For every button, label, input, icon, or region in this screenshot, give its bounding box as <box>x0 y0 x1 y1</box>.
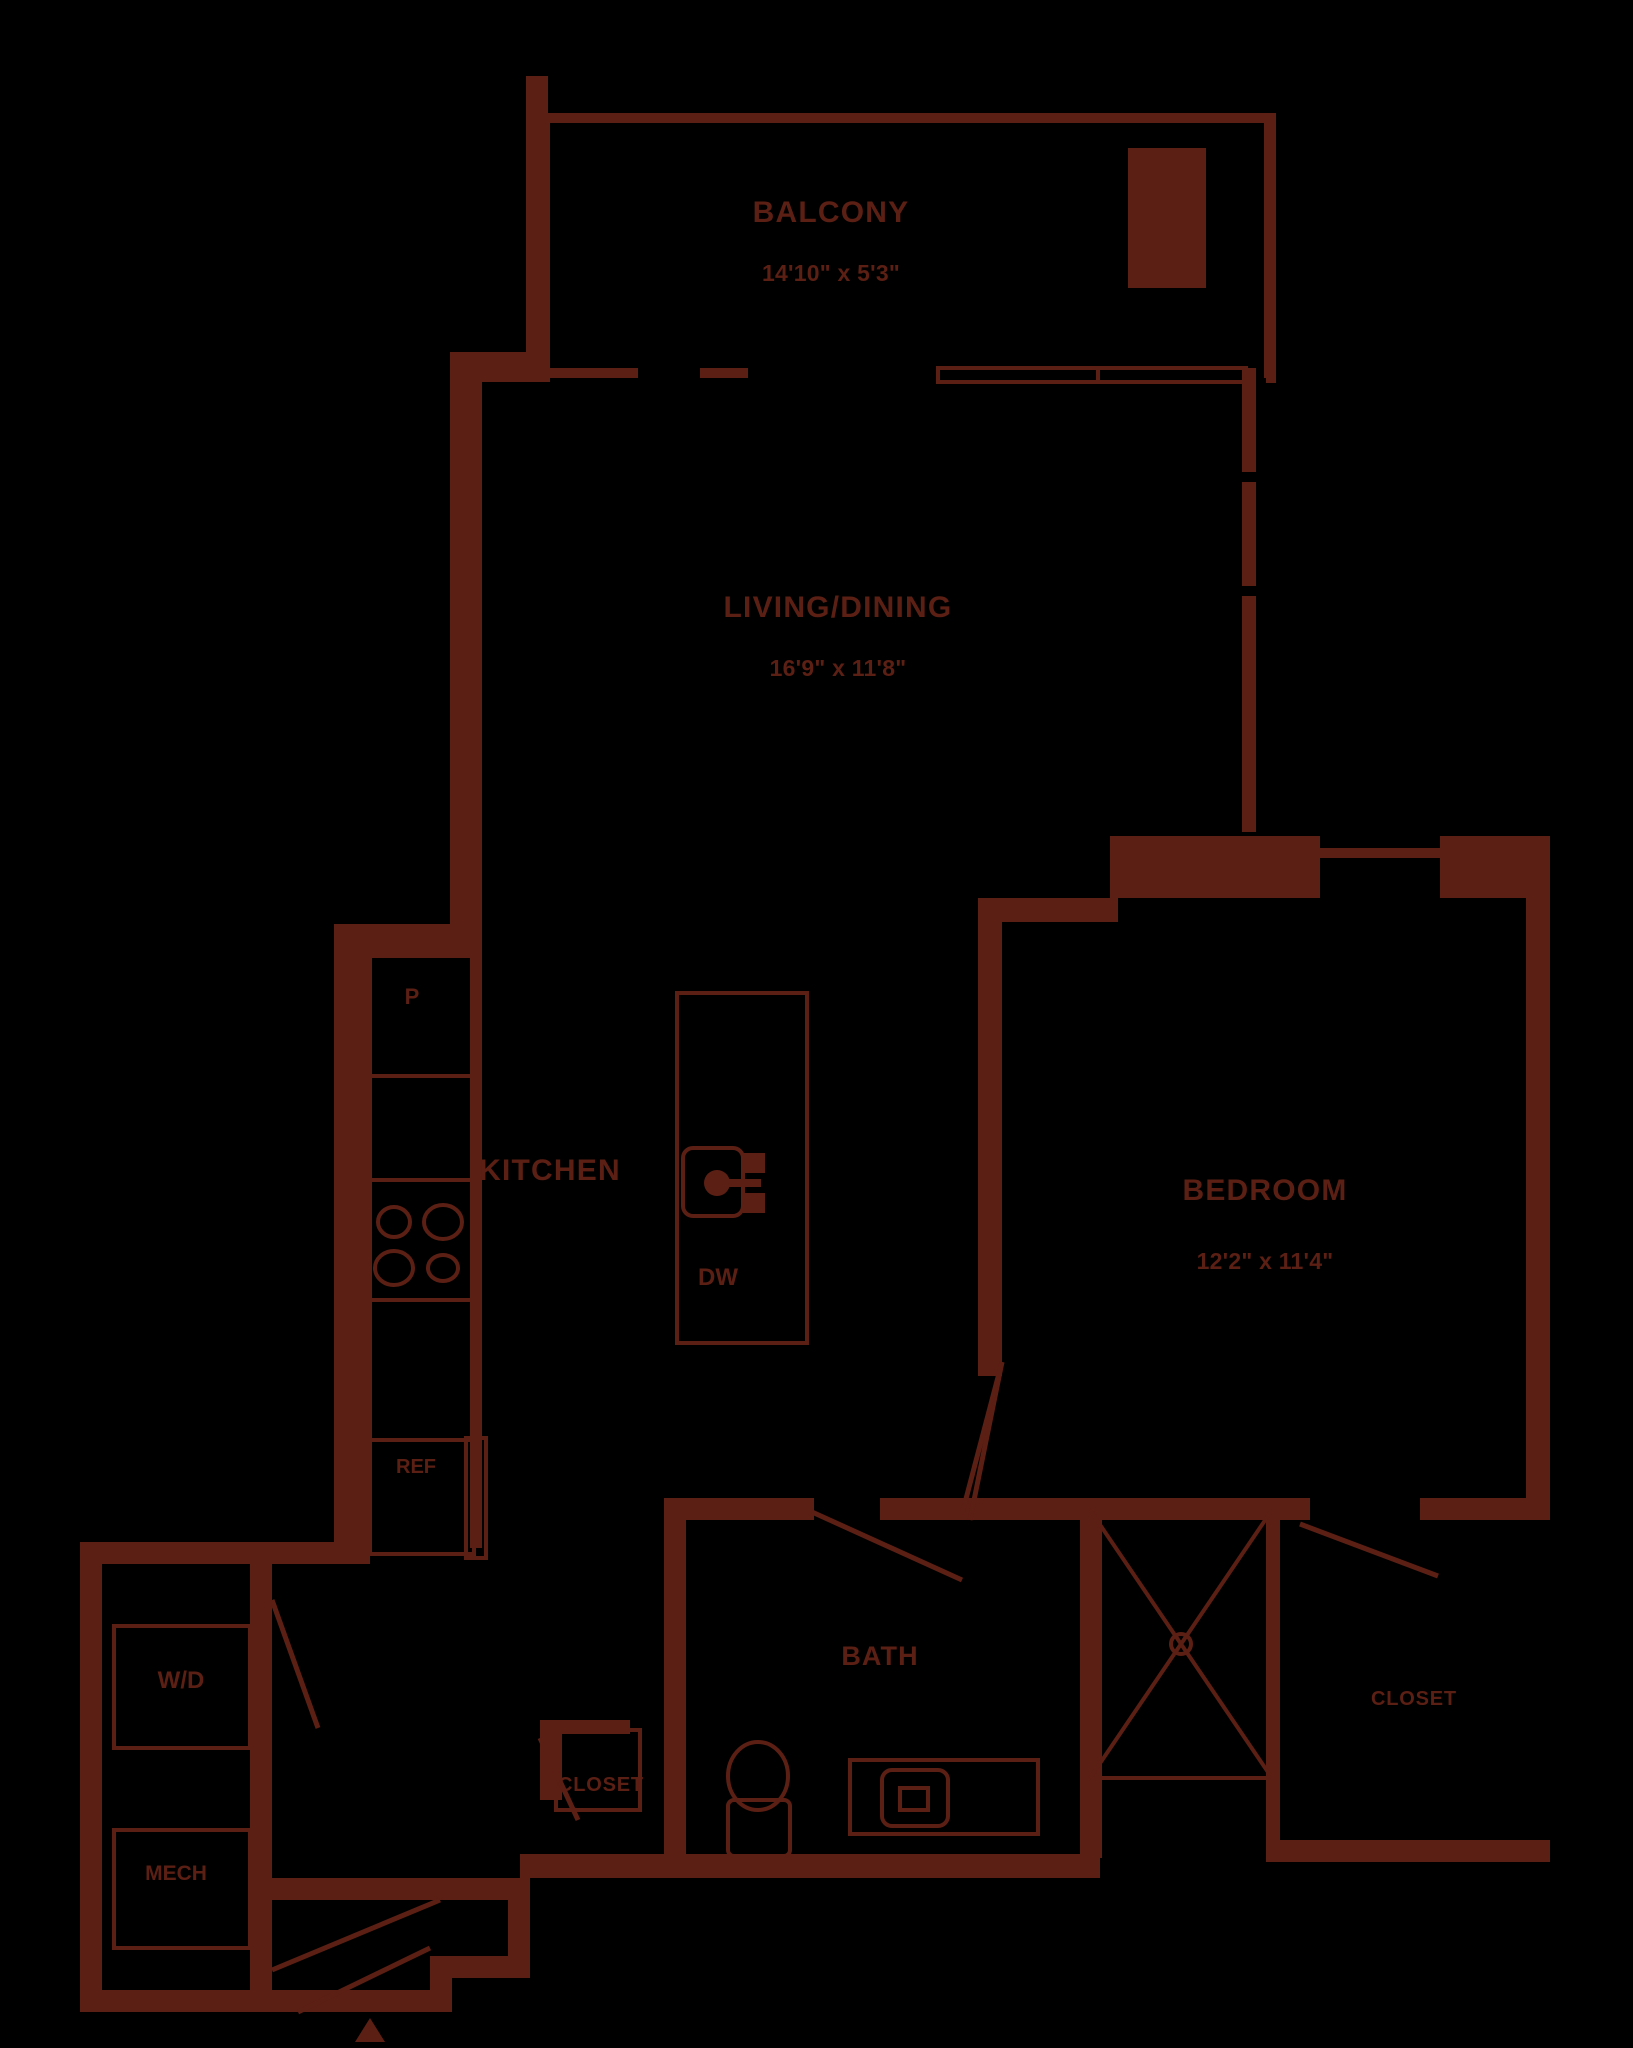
burner-3 <box>373 1249 415 1287</box>
wall-stub-mech <box>250 1946 272 1990</box>
kitchen-cabinet-counter-1 <box>368 1074 476 1182</box>
door-mech <box>271 1897 441 1973</box>
wall-bedroom-bottom-r <box>1420 1498 1550 1520</box>
wall-living-left-jog <box>450 352 550 382</box>
kitchen-cabinet-counter-2 <box>368 1298 476 1442</box>
door-group <box>269 1361 1439 2015</box>
toilet-tank <box>726 1798 792 1858</box>
room-label-balcony: BALCONY 14'10" x 5'3" <box>753 196 910 286</box>
kitchen-cabinet-pantry <box>368 954 476 1078</box>
appliance-label-pantry: P <box>405 984 420 1009</box>
room-label-bedroom: BEDROOM 12'2" x 11'4" <box>1182 1174 1347 1274</box>
kitchen-refrigerator-door <box>464 1436 488 1560</box>
kitchen-island <box>675 991 809 1345</box>
wall-balcony-top <box>526 113 1276 123</box>
wall-entry-top <box>80 1542 370 1564</box>
wall-bedroom-right <box>1526 898 1550 1518</box>
mech-box <box>112 1828 252 1950</box>
door-entry <box>296 1945 432 2015</box>
wall-bedroom-left <box>978 898 1002 1368</box>
fixture-outline-group <box>112 123 1274 1950</box>
faucet-handle-top <box>743 1153 765 1173</box>
burner-2 <box>422 1203 464 1241</box>
room-name-closet-hall: CLOSET <box>558 1774 644 1796</box>
wall-bath-top <box>664 1498 814 1520</box>
wall-group <box>80 76 1550 2012</box>
toilet-bowl <box>726 1740 790 1812</box>
room-label-kitchen: KITCHEN <box>479 1154 621 1187</box>
burner-4 <box>426 1253 460 1283</box>
entry-arrow-icon <box>355 2018 385 2042</box>
balcony-outline <box>546 123 1268 378</box>
appliance-label-group: P REF DW W/D MECH <box>145 984 738 1885</box>
balcony-door-panel-a <box>936 366 1100 384</box>
burner-1 <box>376 1205 412 1239</box>
wall-entry-jog-h <box>250 1878 530 1900</box>
wall-balcony-left <box>526 76 548 366</box>
wall-bedroom-header-window <box>1320 848 1440 858</box>
wall-kitchen-top <box>334 924 482 956</box>
appliance-label-washer-dryer: W/D <box>158 1667 205 1694</box>
wall-living-left <box>450 352 482 932</box>
appliance-label-refrigerator: REF <box>396 1456 436 1478</box>
wall-bath-left <box>664 1498 686 1878</box>
faucet-handle-bottom <box>743 1193 765 1213</box>
room-dim-living-dining: 16'9" x 11'8" <box>770 655 907 681</box>
door-bedroom-swing <box>959 1361 1005 1515</box>
room-dim-bedroom: 12'2" x 11'4" <box>1197 1248 1334 1274</box>
wall-balcony-slab-2 <box>700 368 748 378</box>
appliance-label-mechanical: MECH <box>145 1862 207 1885</box>
door-hall-closet <box>537 1736 581 1822</box>
room-name-closet-bedroom: CLOSET <box>1371 1688 1457 1710</box>
wall-bedroom-header <box>1110 836 1320 898</box>
wall-entry-jog-v2 <box>430 1956 452 2012</box>
wall-bedroom-header-right <box>1440 836 1550 898</box>
entry-arrow <box>355 2018 385 2042</box>
balcony-planter <box>1128 148 1206 288</box>
bath-faucet <box>898 1786 930 1812</box>
room-name-balcony: BALCONY <box>753 196 910 229</box>
room-label-group: BALCONY 14'10" x 5'3" LIVING/DINING 16'9… <box>479 196 1457 1796</box>
wall-entry-jog-h2 <box>430 1956 530 1978</box>
room-name-kitchen: KITCHEN <box>479 1154 621 1187</box>
shower-enclosure <box>1088 1508 1274 1780</box>
shower-drain <box>1169 1632 1193 1656</box>
wall-living-right-upper <box>1242 368 1256 472</box>
room-label-living-dining: LIVING/DINING 16'9" x 11'8" <box>724 591 953 681</box>
wall-stub-wd <box>250 1746 272 1790</box>
faucet-spout <box>717 1179 761 1187</box>
bath-vanity <box>848 1758 1040 1836</box>
room-label-bath: BATH <box>841 1641 918 1671</box>
room-name-living-dining: LIVING/DINING <box>724 591 953 624</box>
wall-balcony-right <box>1266 113 1276 383</box>
shower-diagonal-b <box>1088 1508 1274 1780</box>
wall-bath-bottom <box>520 1854 1100 1878</box>
wall-entry-outer-left <box>80 1542 102 2012</box>
wall-entry-jog-v <box>508 1878 530 1978</box>
door-bedroom-closet <box>1299 1521 1439 1579</box>
wall-living-right-mid <box>1242 482 1256 586</box>
wall-bedroom-left-top <box>978 898 1118 922</box>
room-name-bath: BATH <box>841 1641 918 1671</box>
room-label-closet-hall: CLOSET <box>558 1774 644 1796</box>
wall-balcony-slab <box>548 368 638 378</box>
washer-dryer-box <box>112 1624 252 1750</box>
kitchen-refrigerator <box>368 1438 476 1556</box>
wall-living-right-lower <box>1242 596 1256 832</box>
door-bath <box>810 1509 964 1583</box>
door-wd <box>269 1599 321 1729</box>
wall-closet-bottom <box>1266 1840 1550 1862</box>
bath-sink-basin <box>880 1768 950 1828</box>
room-dim-balcony: 14'10" x 5'3" <box>762 260 900 286</box>
room-name-bedroom: BEDROOM <box>1182 1174 1347 1207</box>
balcony-door-panel-b <box>1096 366 1248 384</box>
appliance-label-dishwasher: DW <box>698 1264 738 1291</box>
room-label-closet-bedroom: CLOSET <box>1371 1688 1457 1710</box>
wall-kitchen-left <box>334 924 370 1544</box>
